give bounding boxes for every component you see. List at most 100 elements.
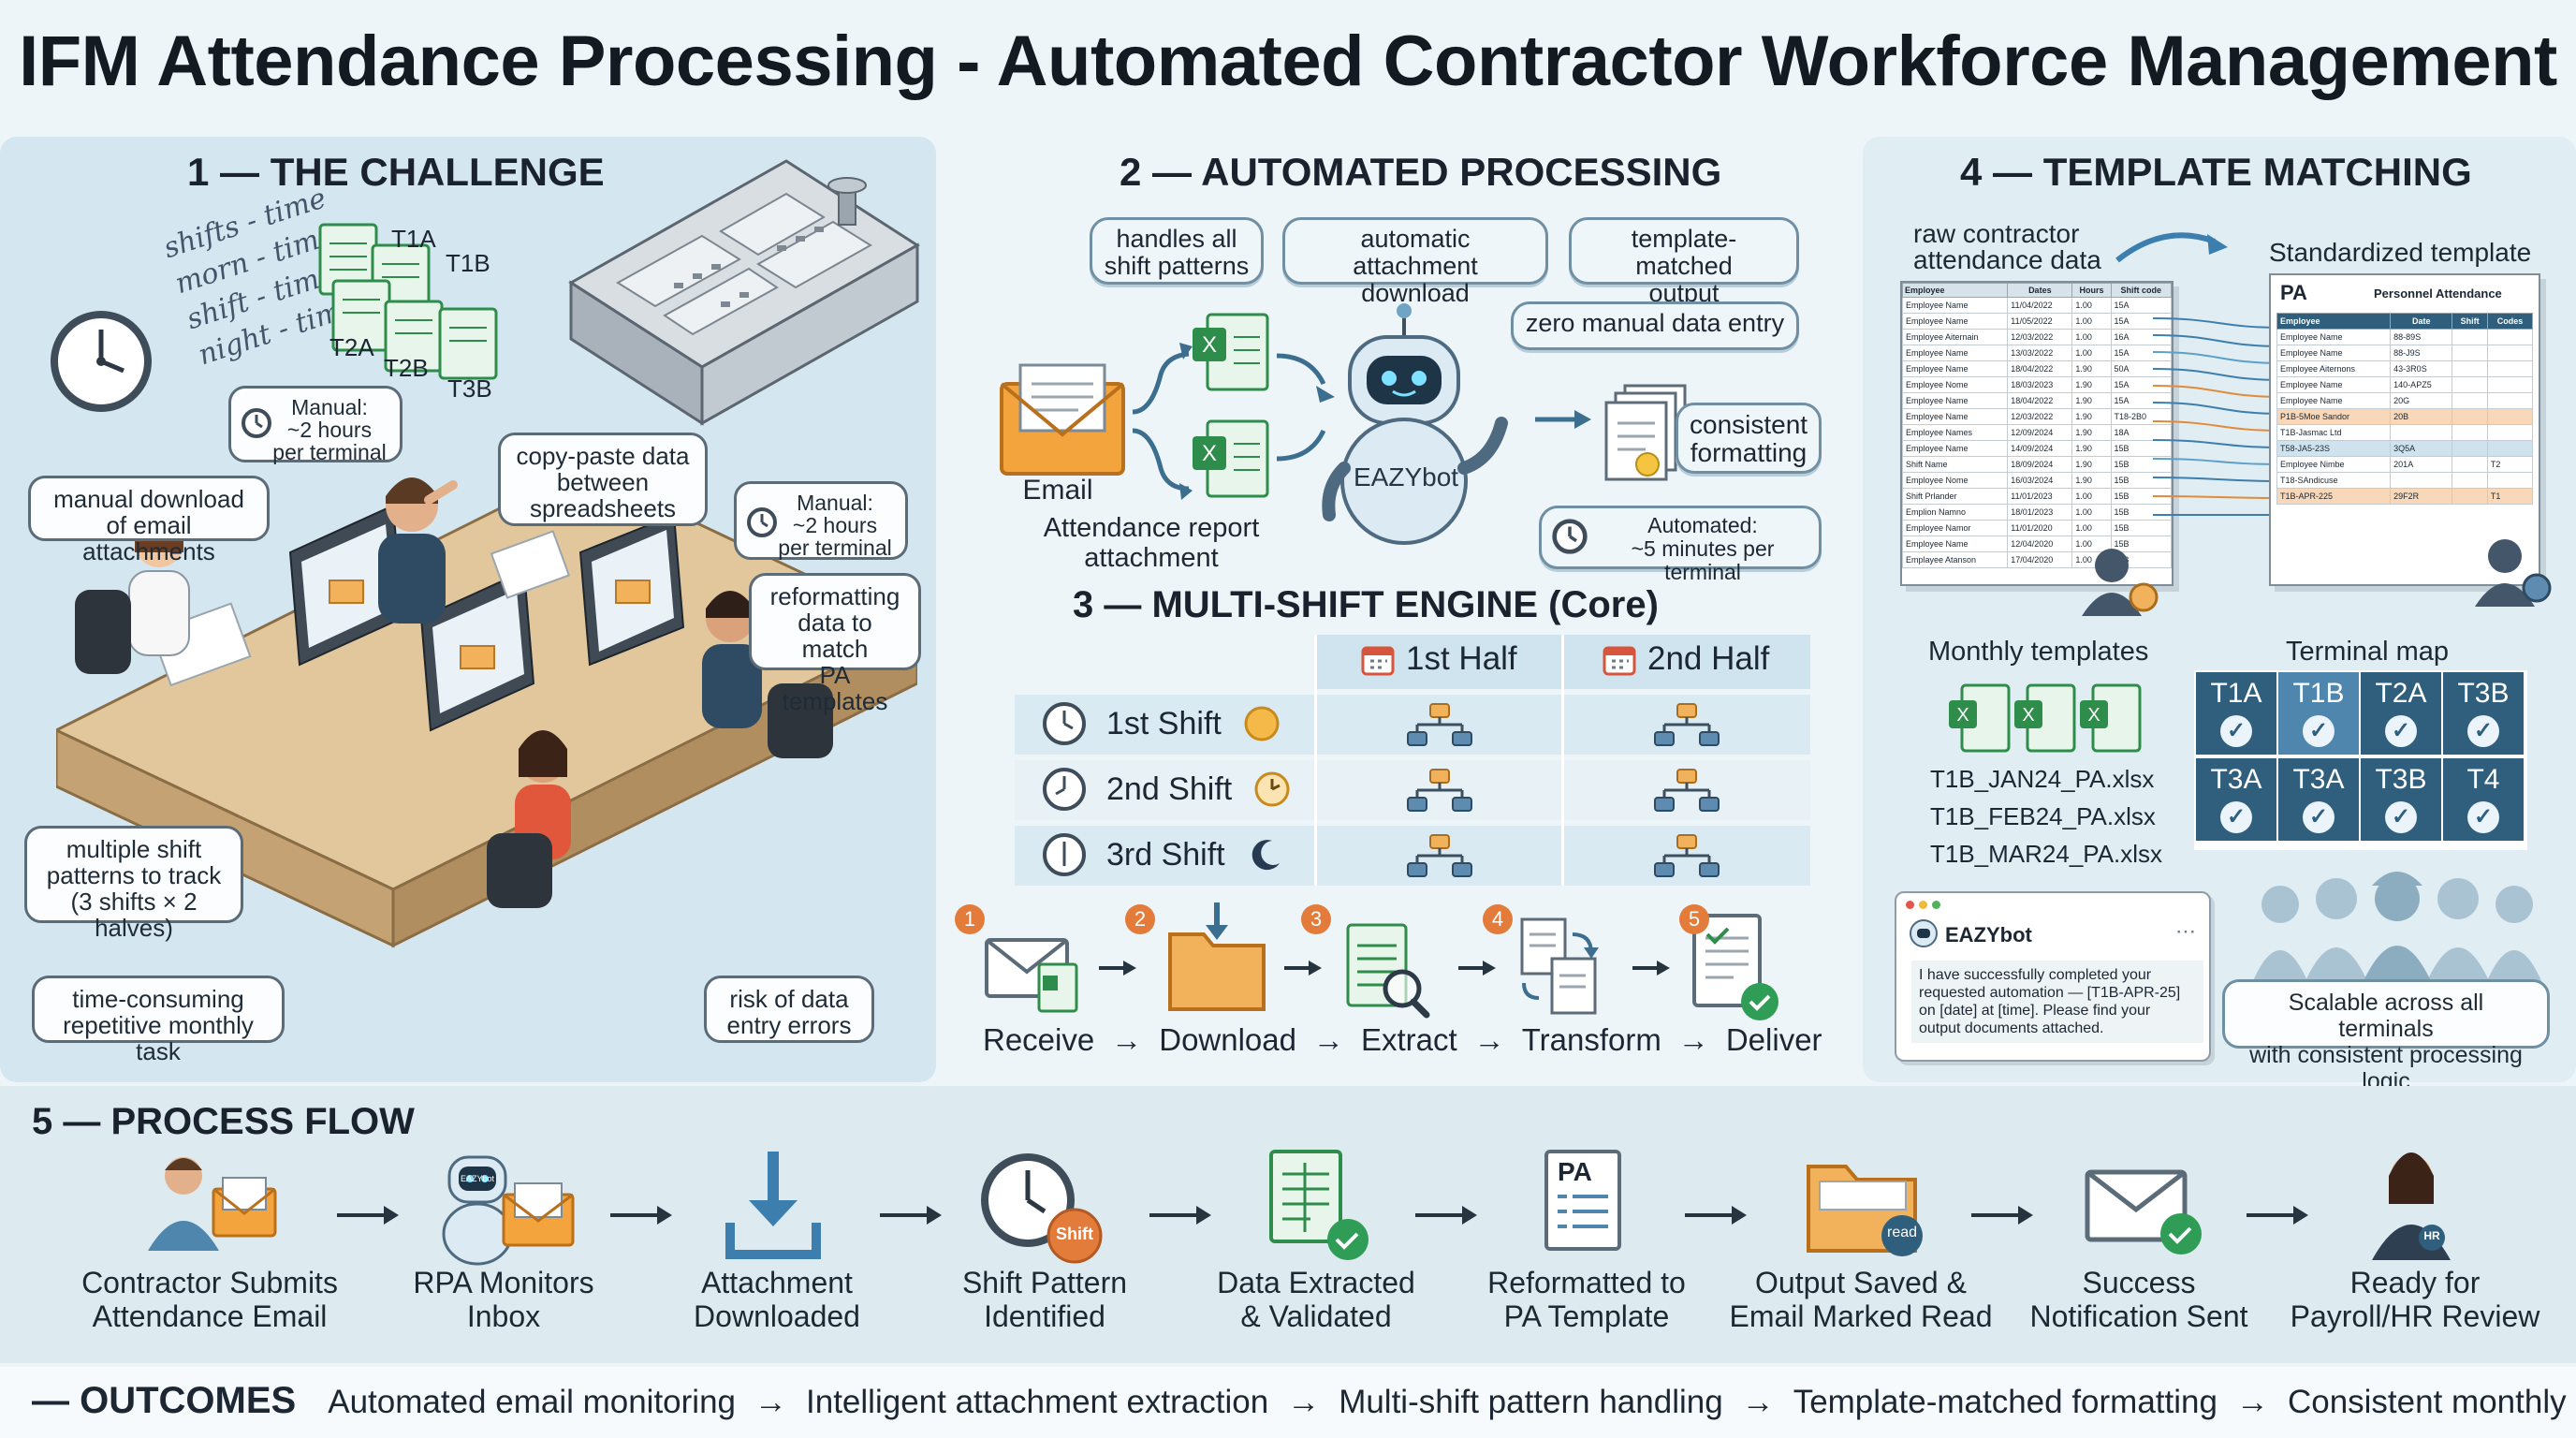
half-header-1-label: 1st Half — [1406, 640, 1517, 677]
table-cell: Employee Nimbe — [2276, 456, 2392, 473]
pill-shift-patterns: handles all shift patterns — [1090, 217, 1264, 285]
flow-step-5: Data Extracted & Validated — [1217, 1266, 1415, 1333]
spreadsheet-stack-icon — [318, 223, 498, 380]
bot-label: EAZYbot — [1354, 462, 1459, 492]
terminal-code: T3A — [2210, 764, 2262, 795]
consistent-formatting-pill: consistent formatting — [1676, 403, 1822, 474]
page-title: IFM Attendance Processing - Automated Co… — [19, 22, 2557, 101]
read-badge-label: read — [1886, 1225, 1918, 1240]
check-icon: ✓ — [2385, 801, 2417, 833]
table-cell: T18-SAndicuse — [2276, 472, 2392, 489]
terminal-code: T4 — [2466, 764, 2500, 795]
pill-zero-entry: zero manual data entry — [1511, 301, 1799, 350]
table-cell: 12/03/2022 — [2007, 329, 2073, 345]
attachment-label: Attendance report attachment — [1043, 513, 1260, 573]
pa-col-header: Shift — [2452, 313, 2488, 330]
terminal-code: T1A — [2210, 678, 2262, 709]
half-header-2: 2nd Half — [1601, 640, 1769, 678]
table-cell: Employee Name — [2276, 345, 2392, 361]
table-cell — [2452, 456, 2488, 473]
table-cell: T2 — [2486, 456, 2534, 473]
step-label-download: Download — [1159, 1022, 1296, 1057]
pa-title: PA — [2280, 281, 2307, 304]
table-cell — [2452, 408, 2488, 425]
table-cell: Employee Name — [2276, 376, 2392, 393]
terminal-cell: T3B✓ — [2443, 672, 2524, 755]
manual-time-text-a: Manual: ~2 hours per terminal — [272, 395, 387, 464]
table-cell: Employee Name — [1901, 360, 2009, 377]
table-cell: 3Q5A — [2390, 440, 2453, 457]
terminal-code: T3A — [2292, 764, 2345, 795]
notification-card: EAZYbot ⋯ I have successfully completed … — [1895, 891, 2211, 1062]
template-file: T1B_FEB24_PA.xlsx — [1930, 802, 2156, 830]
table-cell — [2452, 360, 2488, 377]
svg-text:X: X — [2022, 705, 2034, 726]
table-cell: 1.00 — [2071, 297, 2112, 314]
check-icon: ✓ — [2220, 715, 2252, 747]
terminal-label-t1b: T1B — [446, 249, 490, 277]
table-cell: 43-3R0S — [2390, 360, 2453, 377]
half-header-1: 1st Half — [1359, 640, 1517, 678]
raw-col-header: Hours — [2071, 283, 2112, 298]
table-cell: 18/04/2022 — [2007, 392, 2073, 409]
step-label-deliver: Deliver — [1725, 1022, 1822, 1057]
table-cell: Shift Prlander — [1901, 488, 2009, 505]
check-icon: ✓ — [2385, 715, 2417, 747]
table-cell: 20B — [2390, 408, 2453, 425]
svg-text:X: X — [1202, 332, 1217, 358]
pa-template-sheet: PA Personnel Attendance Employee Date Sh… — [2269, 273, 2540, 586]
maximize-dot-icon — [1932, 901, 1940, 909]
table-cell: T1B-APR-225 — [2276, 488, 2392, 505]
template-file: T1B_JAN24_PA.xlsx — [1930, 765, 2155, 793]
table-cell: 17/04/2020 — [2007, 551, 2073, 568]
table-cell — [2452, 424, 2488, 441]
shift-label-1: 1st Shift — [1106, 705, 1222, 741]
pill-shift-patterns-text: handles all shift patterns — [1104, 225, 1250, 280]
pa-col-header: Employee — [2276, 313, 2392, 330]
terminal-code: T1B — [2292, 678, 2345, 709]
shift-row-1: 1st Shift — [1041, 700, 1283, 747]
table-cell: 1.90 — [2071, 408, 2112, 425]
moon-icon — [1251, 840, 1280, 871]
notification-sender: EAZYbot — [1945, 923, 2032, 946]
check-icon: ✓ — [2467, 801, 2499, 833]
table-cell: T1B-Jasmac Ltd — [2276, 424, 2392, 441]
automated-heading: 2 — AUTOMATED PROCESSING — [1120, 150, 1722, 194]
calendar-icon — [1603, 646, 1636, 676]
calendar-icon — [1361, 646, 1395, 676]
raw-data-label: raw contractor attendance data — [1913, 219, 2101, 274]
flow-step-4: Shift Pattern Identified — [961, 1266, 1128, 1333]
table-cell: 11/04/2022 — [2007, 297, 2073, 314]
monthly-templates-label: Monthly templates — [1928, 637, 2149, 667]
raw-data-table: Employee Dates Hours Shift code Employee… — [1901, 283, 2173, 568]
more-options-icon[interactable]: ⋯ — [2175, 919, 2196, 943]
hr-badge-label: HR — [2423, 1229, 2440, 1242]
terminal-label-t2a: T2A — [329, 333, 374, 361]
svg-text:X: X — [1956, 705, 1969, 726]
svg-text:X: X — [2087, 705, 2100, 726]
table-cell: 88-89S — [2390, 329, 2453, 345]
table-cell: Employee Name — [1901, 440, 2009, 457]
stressed-worker-figure — [378, 477, 458, 624]
table-cell: 1.90 — [2071, 376, 2112, 393]
table-cell: Employee Name — [1901, 297, 2009, 314]
shift-badge-label: Shift — [1056, 1225, 1093, 1243]
arrow-icon: → — [1473, 1022, 1505, 1057]
table-cell: 14/09/2024 — [2007, 440, 2073, 457]
multiple-shift-bubble: multiple shift patterns to track (3 shif… — [24, 826, 243, 941]
table-cell: Emplayee Atanson — [1901, 551, 2009, 568]
flow-step-7: Output Saved & Email Marked Read — [1729, 1266, 1993, 1333]
time-consuming-bubble: time-consuming repetitive monthly task — [32, 976, 285, 1064]
outcome-item: Automated email monitoring — [328, 1384, 737, 1420]
table-cell: Employee Name — [2276, 329, 2392, 345]
terminal-cell: T3B✓ — [2361, 758, 2441, 841]
